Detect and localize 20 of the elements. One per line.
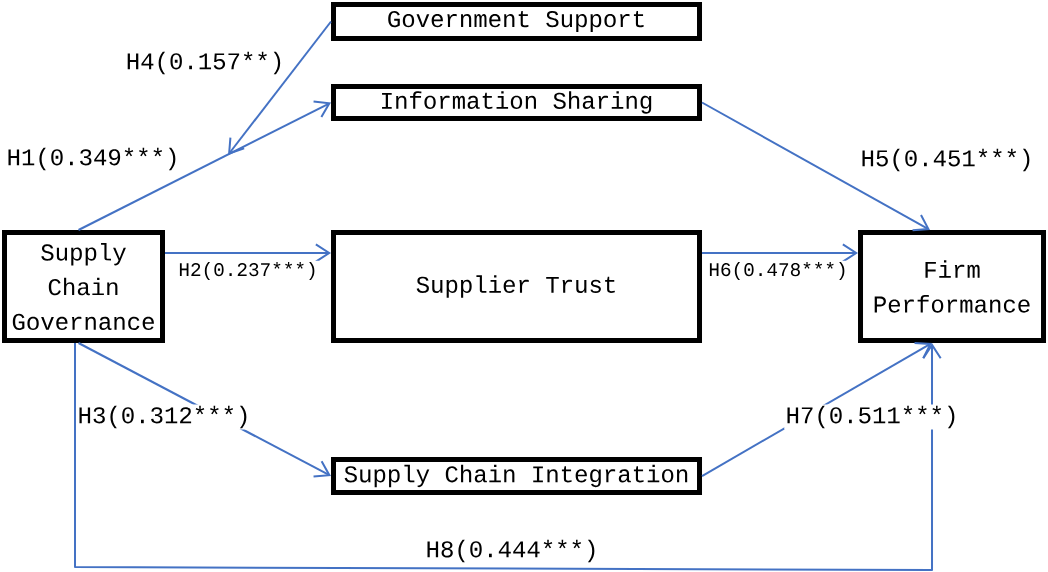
arrow (228, 20, 332, 155)
construct-box: Firm Performance (858, 230, 1046, 343)
edge-label: H5(0.451***) (859, 147, 1035, 173)
arrow (701, 101, 930, 232)
arrow (77, 100, 331, 231)
construct-box: Information Sharing (331, 84, 702, 121)
arrow (164, 243, 331, 263)
construct-box: Government Support (331, 2, 702, 41)
edge-label: H4(0.157**) (124, 50, 286, 76)
edge-label: H2(0.237***) (177, 260, 319, 282)
construct-box: Supply Chain Integration (331, 457, 702, 495)
arrow (74, 342, 942, 571)
construct-box: Supplier Trust (331, 230, 702, 343)
edge-label: H8(0.444***) (424, 538, 600, 564)
arrow (701, 243, 858, 263)
edge-label: H7(0.511***) (784, 404, 960, 430)
edge-label: H6(0.478***) (707, 260, 849, 282)
edge-label: H1(0.349***) (5, 146, 181, 172)
construct-box: Supply Chain Governance (2, 230, 165, 343)
edge-label: H3(0.312***) (76, 404, 252, 430)
